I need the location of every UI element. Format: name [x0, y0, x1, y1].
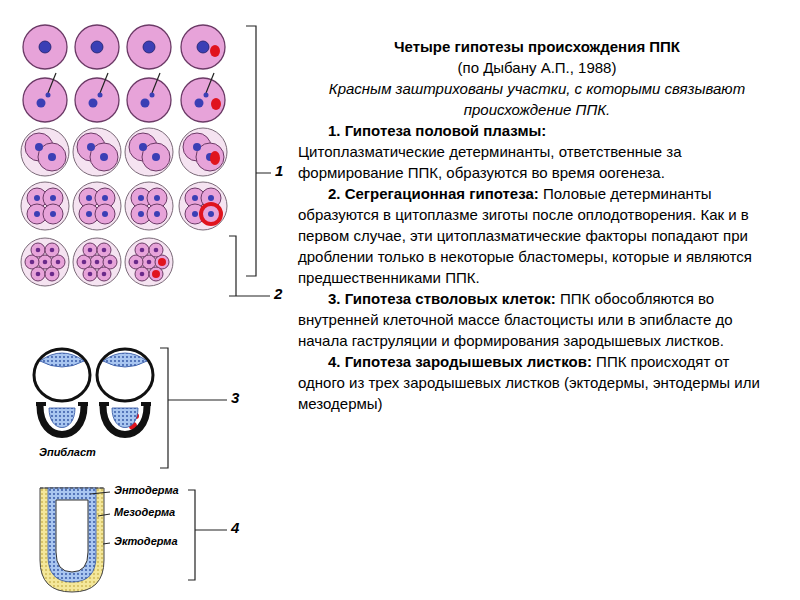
text-row: Красным заштрихованы участки, с которыми…: [322, 78, 752, 120]
cleavage-stages: [181, 73, 225, 122]
bracket: [229, 236, 270, 296]
layer-label: Энтодерма: [113, 484, 180, 496]
pgc-region: [210, 151, 220, 165]
cleavage-stages: [125, 182, 173, 230]
hypothesis-heading: 2. Сегрегационная гипотеза:: [328, 185, 539, 202]
leader-line: [90, 492, 110, 494]
cleavage-stages: [125, 238, 173, 286]
pgc-region: [210, 45, 220, 57]
callout-number: 4: [230, 519, 240, 536]
text-row: 3. Гипотеза стволовых клеток:ППК обособл…: [298, 288, 776, 351]
text-row: (по Дыбану А.П., 1988): [298, 57, 776, 78]
subtitle: (по Дыбану А.П., 1988): [458, 59, 617, 76]
gastrula: [36, 404, 88, 435]
title: Четыре гипотезы происхождения ППК: [298, 36, 776, 57]
cleavage-stages: [73, 238, 121, 286]
cleavage-stages: [127, 25, 171, 69]
gastrula: [36, 404, 151, 435]
callout-number: 2: [273, 285, 283, 302]
text-row: 2. Сегрегационная гипотеза:Половые детер…: [298, 183, 776, 288]
cleavage-stages: [179, 182, 227, 230]
cleavage-stages: [23, 25, 67, 69]
pgc-region: [201, 204, 221, 224]
layer-label: Эпибласт: [38, 446, 97, 458]
cleavage-stages: [75, 73, 119, 122]
cleavage-stages: [75, 25, 119, 69]
bracket: [160, 348, 227, 468]
cleavage-stages: [73, 182, 121, 230]
cleavage-stages: [127, 73, 171, 122]
cleavage-stages: [21, 238, 69, 286]
pgc-region: [211, 98, 221, 110]
text-row: 4. Гипотеза зародышевых листков:ППК прои…: [298, 351, 776, 414]
embryo-section: [40, 488, 104, 592]
embryo-section: [40, 488, 104, 489]
cleavage-stages: [23, 73, 67, 122]
text-row: 1. Гипотеза половой плазмы: Цитоплазматич…: [298, 120, 776, 183]
hypothesis-text: Цитоплазматические детерминанты, ответст…: [298, 141, 776, 183]
pgc-region: [152, 270, 160, 278]
embryo-section: [56, 500, 88, 572]
layer-label: Мезодерма: [113, 506, 176, 518]
embryo-section: [40, 488, 104, 592]
gastrula: [99, 404, 151, 435]
layer-label: Эктодерма: [113, 535, 179, 547]
callout-number: 1: [274, 162, 284, 179]
pgc-region: [158, 258, 166, 266]
text-column: Четыре гипотезы происхождения ППК (по Дыб…: [298, 36, 776, 414]
hypothesis-heading: 4. Гипотеза зародышевых листков:: [328, 353, 592, 370]
blastocyst: [34, 349, 153, 401]
leader-line: [103, 543, 110, 544]
cleavage-stages: [21, 182, 69, 230]
cleavage-stages: [181, 25, 225, 69]
embryo-section: [48, 488, 96, 582]
leader-line: [90, 492, 110, 544]
hypothesis-heading: 3. Гипотеза стволовых клеток:: [328, 290, 556, 307]
cleavage-stages: [21, 25, 227, 286]
cleavage-stages: [125, 128, 173, 176]
bracket: [188, 490, 227, 580]
cleavage-stages: [21, 128, 69, 176]
leader-line: [98, 514, 110, 516]
cleavage-stages: [179, 128, 227, 176]
blastocyst: [97, 349, 153, 401]
blastocyst: [34, 349, 90, 401]
cleavage-stages: [73, 128, 121, 176]
hypothesis-heading: 1. Гипотеза половой плазмы:: [328, 122, 546, 139]
pgc-region: [92, 45, 221, 547]
subtitle: Красным заштрихованы участки, с которыми…: [329, 80, 745, 118]
bracket: [246, 26, 271, 276]
callout-number: 3: [230, 389, 240, 406]
bracket: [160, 26, 271, 580]
